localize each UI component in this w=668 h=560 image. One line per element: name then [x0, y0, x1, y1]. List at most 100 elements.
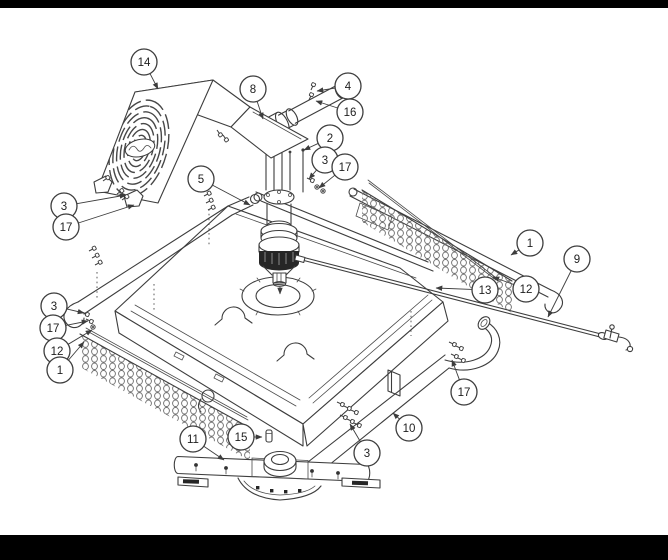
callout-balloon-9 [563, 245, 591, 273]
callout-number: 2 [327, 133, 333, 145]
leader-line-17 [451, 359, 460, 380]
lift-strap-loops [214, 306, 315, 362]
callout-8: 8 [239, 75, 267, 120]
leader-line-9 [547, 270, 572, 318]
leader-line-17 [65, 319, 89, 326]
blade-carrier [173, 450, 381, 501]
chain-rod-right [367, 179, 497, 281]
callout-balloon-14 [130, 48, 158, 76]
gearbox-assembly [258, 148, 305, 295]
callout-balloon-12 [512, 275, 540, 303]
leader-line-16 [315, 100, 338, 109]
belt-shield [93, 79, 309, 208]
leader-line-1 [68, 341, 85, 361]
leader-line-11 [203, 445, 225, 461]
leader-line-17 [318, 174, 336, 189]
callout-9: 9 [547, 245, 591, 318]
callout-11: 11 [179, 425, 225, 461]
callout-number: 3 [61, 201, 67, 213]
callout-number: 5 [198, 174, 204, 186]
callout-number: 17 [47, 323, 60, 335]
callout-balloon-17 [331, 153, 359, 181]
band-curl-bracket [249, 193, 261, 205]
callout-4: 4 [316, 72, 362, 100]
callout-number: 17 [60, 222, 73, 234]
callout-17: 17 [52, 204, 135, 241]
callout-balloon-5 [187, 165, 215, 193]
callout-16: 16 [315, 98, 364, 126]
shield-right-wing [230, 106, 309, 159]
chain-shield-left [79, 309, 251, 461]
callout-balloon-1 [46, 356, 74, 384]
callout-number: 10 [403, 423, 416, 435]
callout-12: 12 [492, 275, 540, 303]
callout-number: 9 [574, 254, 580, 266]
blade-right [341, 477, 381, 489]
callout-5: 5 [187, 165, 251, 206]
callout-1: 1 [510, 229, 544, 257]
callout-balloon-16 [336, 98, 364, 126]
callout-balloon-17 [450, 378, 478, 406]
brand-logo-icon [124, 138, 156, 158]
callout-14: 14 [130, 48, 159, 90]
callout-number: 4 [345, 81, 352, 93]
callout-number: 3 [51, 301, 57, 313]
carrier-bolts [194, 463, 340, 480]
leveling-rod [294, 254, 634, 353]
leader-line-12 [492, 276, 514, 285]
callout-number: 8 [250, 84, 256, 96]
callout-balloon-17 [52, 213, 80, 241]
dish-pan [237, 477, 322, 501]
leader-line-4 [316, 87, 336, 93]
callout-number: 16 [344, 107, 357, 119]
leader-line-3 [66, 308, 85, 315]
leader-line-3 [76, 193, 127, 205]
front-band [307, 316, 501, 479]
callout-balloon-13 [471, 276, 499, 304]
callout-10: 10 [392, 412, 423, 442]
leader-line-12 [67, 329, 93, 345]
callout-balloon-8 [239, 75, 267, 103]
callout-number: 3 [322, 155, 328, 167]
callout-17: 17 [39, 314, 89, 342]
leader-line-5 [212, 184, 251, 206]
callout-number: 3 [364, 448, 370, 460]
leader-line-10 [392, 412, 400, 420]
callout-13: 13 [435, 276, 499, 304]
callout-17: 17 [450, 359, 478, 406]
callout-balloon-11 [179, 425, 207, 453]
callout-number: 17 [339, 162, 352, 174]
leader-line-13 [435, 285, 473, 291]
callout-balloon-3 [353, 439, 381, 467]
callout-number: 17 [458, 387, 471, 399]
leader-line-3 [349, 423, 361, 443]
callout-number: 14 [138, 57, 151, 69]
deck-front-right-skirt [302, 301, 449, 447]
skirt-access-plate [387, 369, 401, 397]
callout-balloon-15 [227, 423, 255, 451]
leader-line-3 [308, 169, 317, 180]
callout-balloon-10 [395, 414, 423, 442]
callout-number: 1 [57, 365, 63, 377]
deck-front-left-skirt [114, 310, 304, 447]
callout-1: 1 [46, 341, 85, 384]
deck-weldment [96, 187, 563, 447]
leader-line-1 [510, 249, 520, 256]
leader-line-14 [149, 73, 159, 90]
right-rail-foot-curl [544, 289, 563, 314]
callout-number: 1 [527, 238, 533, 250]
leader-line-8 [256, 101, 264, 120]
leader-line-17 [78, 204, 135, 224]
callout-number: 13 [479, 285, 492, 297]
blade-left [177, 476, 209, 488]
shield-feet [93, 174, 144, 208]
callout-17: 17 [318, 153, 359, 189]
callout-number: 11 [187, 434, 199, 446]
strap-curl [253, 192, 263, 202]
callout-number: 12 [51, 346, 64, 358]
callout-balloon-1 [516, 229, 544, 257]
callout-number: 15 [235, 432, 248, 444]
